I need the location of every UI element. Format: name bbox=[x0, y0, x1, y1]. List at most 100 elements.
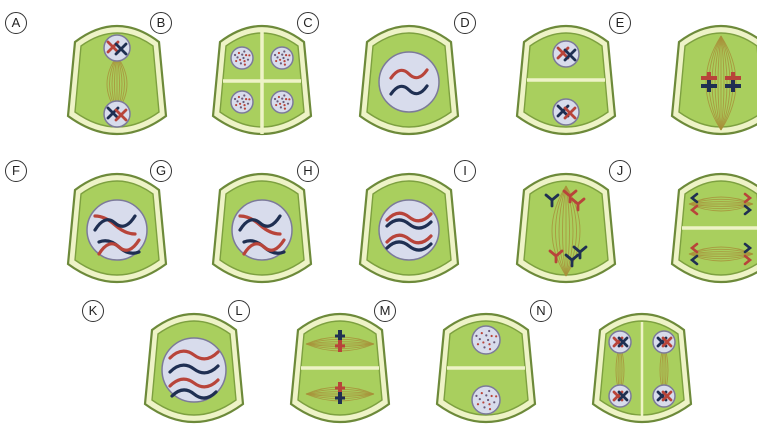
chromatin-dot bbox=[287, 103, 289, 105]
chromatin-dot bbox=[280, 62, 282, 64]
cell-i bbox=[510, 164, 622, 292]
cell-illustration bbox=[61, 164, 173, 292]
chromatin-dot bbox=[288, 54, 290, 56]
cell-l bbox=[284, 304, 396, 432]
chromatin-dot bbox=[238, 52, 240, 54]
chromatin-dot bbox=[279, 59, 281, 61]
nucleus bbox=[271, 91, 293, 113]
chromatin-dot bbox=[238, 96, 240, 98]
cell-illustration bbox=[61, 16, 173, 144]
chromosome bbox=[335, 397, 345, 400]
chromatin-dot bbox=[489, 408, 491, 410]
cell-a bbox=[61, 16, 173, 144]
chromatin-dot bbox=[491, 335, 493, 337]
chromatin-dot bbox=[284, 108, 286, 110]
chromatin-dot bbox=[235, 60, 237, 62]
chromatin-dot bbox=[240, 62, 242, 64]
chromatin-dot bbox=[475, 335, 477, 337]
chromatin-dot bbox=[240, 106, 242, 108]
nucleus bbox=[231, 91, 253, 113]
label-badge-j: J bbox=[609, 160, 631, 182]
chromatin-dot bbox=[276, 100, 278, 102]
chromatin-dot bbox=[243, 50, 245, 52]
chromatin-dot bbox=[244, 108, 246, 110]
cell-b bbox=[206, 16, 318, 144]
nucleus bbox=[379, 52, 439, 112]
chromatin-dot bbox=[284, 64, 286, 66]
chromatin-dot bbox=[485, 334, 487, 336]
chromatin-dot bbox=[487, 399, 489, 401]
chromatin-dot bbox=[241, 98, 243, 100]
chromatin-dot bbox=[489, 348, 491, 350]
label-badge-c: C bbox=[297, 12, 319, 34]
chromatin-dot bbox=[242, 57, 244, 59]
chromatin-dot bbox=[287, 59, 289, 61]
label-badge-f: F bbox=[5, 160, 27, 182]
chromatin-dot bbox=[278, 96, 280, 98]
chromatin-dot bbox=[482, 401, 484, 403]
nucleus bbox=[653, 331, 675, 353]
chromatin-dot bbox=[274, 98, 276, 100]
chromatin-dot bbox=[479, 338, 481, 340]
chromatin-dot bbox=[274, 54, 276, 56]
cell-illustration bbox=[665, 16, 757, 144]
chromatin-dot bbox=[488, 343, 490, 345]
nucleus bbox=[472, 326, 500, 354]
nucleus bbox=[104, 101, 130, 127]
cell-j bbox=[665, 164, 757, 292]
label-badge-n: N bbox=[530, 300, 552, 322]
label-badge-b: B bbox=[150, 12, 172, 34]
cell-f bbox=[61, 164, 173, 292]
chromatin-dot bbox=[488, 330, 490, 332]
chromatin-dot bbox=[491, 395, 493, 397]
chromatin-dot bbox=[281, 98, 283, 100]
chromatin-dot bbox=[245, 98, 247, 100]
chromatin-dot bbox=[495, 395, 497, 397]
chromatin-dot bbox=[275, 104, 277, 106]
cell-n bbox=[586, 304, 698, 432]
chromatin-dot bbox=[280, 106, 282, 108]
cell-d bbox=[510, 16, 622, 144]
chromatin-dot bbox=[477, 343, 479, 345]
chromatin-dot bbox=[236, 56, 238, 58]
chromatin-dot bbox=[275, 60, 277, 62]
chromatin-dot bbox=[279, 103, 281, 105]
chromatin-dot bbox=[483, 346, 485, 348]
chromatin-dot bbox=[243, 60, 245, 62]
chromatin-dot bbox=[288, 98, 290, 100]
cell-e bbox=[665, 16, 757, 144]
chromatin-dot bbox=[282, 101, 284, 103]
chromatin-dot bbox=[244, 64, 246, 66]
chromatin-dot bbox=[242, 101, 244, 103]
chromatin-dot bbox=[245, 54, 247, 56]
chromatin-dot bbox=[239, 59, 241, 61]
nucleus bbox=[609, 385, 631, 407]
chromatin-dot bbox=[488, 390, 490, 392]
cell-illustration bbox=[665, 164, 757, 292]
chromatin-dot bbox=[482, 341, 484, 343]
chromatin-dot bbox=[487, 339, 489, 341]
chromatin-dot bbox=[283, 50, 285, 52]
nucleus bbox=[271, 47, 293, 69]
cell-illustration bbox=[284, 304, 396, 432]
label-badge-a: A bbox=[5, 12, 27, 34]
chromatin-dot bbox=[247, 103, 249, 105]
cell-illustration bbox=[353, 164, 465, 292]
chromosome bbox=[335, 335, 345, 338]
chromosome bbox=[335, 387, 345, 390]
chromosome bbox=[731, 80, 735, 92]
chromatin-dot bbox=[483, 406, 485, 408]
chromatin-dot bbox=[285, 54, 287, 56]
chromatin-dot bbox=[493, 401, 495, 403]
cell-illustration bbox=[586, 304, 698, 432]
cell-g bbox=[206, 164, 318, 292]
chromatin-dot bbox=[234, 54, 236, 56]
chromatin-dot bbox=[282, 57, 284, 59]
chromatin-dot bbox=[283, 94, 285, 96]
nucleus bbox=[553, 99, 579, 125]
chromatin-dot bbox=[243, 94, 245, 96]
chromatin-dot bbox=[281, 54, 283, 56]
nucleus bbox=[553, 41, 579, 67]
chromatin-dot bbox=[243, 104, 245, 106]
chromatin-dot bbox=[477, 403, 479, 405]
